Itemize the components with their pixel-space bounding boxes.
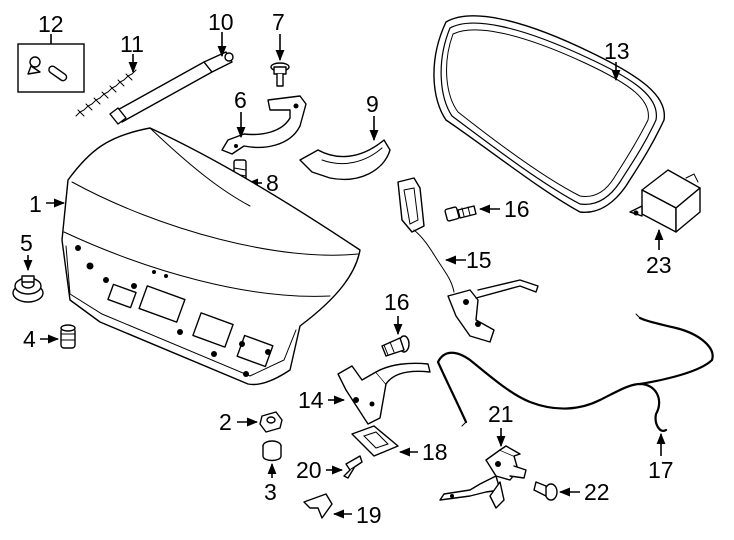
callout-19: 19 — [356, 502, 382, 528]
part-1-trunk-lid — [61, 127, 361, 386]
callout-22: 22 — [584, 479, 610, 505]
part-12-clip-kit — [17, 43, 85, 93]
part-19-clip — [303, 493, 333, 519]
part-11-spring — [75, 69, 137, 117]
callout-3: 3 — [264, 479, 277, 505]
part-17-release-cable — [436, 313, 714, 432]
callout-16-upper: 16 — [504, 196, 530, 222]
part-20-screw — [343, 455, 363, 479]
part-16-bolt-lower — [381, 335, 410, 357]
callout-7: 7 — [272, 9, 285, 35]
callout-11: 11 — [120, 31, 144, 57]
callout-14: 14 — [298, 387, 324, 413]
callout-12: 12 — [38, 11, 64, 37]
callout-18: 18 — [422, 439, 448, 465]
part-7-bolt — [270, 62, 290, 87]
callout-9: 9 — [366, 91, 379, 117]
part-5-grommet — [12, 275, 44, 303]
callout-5: 5 — [20, 230, 33, 256]
callout-20: 20 — [296, 457, 322, 483]
part-18-handle-switch — [351, 425, 399, 457]
part-10-lift-support — [109, 51, 234, 125]
part-16-bolt-upper — [444, 205, 477, 222]
callout-1: 1 — [29, 191, 42, 217]
callout-8: 8 — [266, 170, 279, 196]
callout-6: 6 — [234, 87, 247, 113]
part-15-latch-release — [397, 177, 539, 343]
part-13-weatherstrip — [433, 15, 666, 213]
callout-2: 2 — [219, 409, 232, 435]
callout-13: 13 — [604, 38, 630, 64]
part-2-nut — [259, 411, 283, 433]
callout-16-lower: 16 — [384, 289, 410, 315]
callout-15: 15 — [466, 247, 492, 273]
callout-23: 23 — [646, 252, 672, 278]
part-9-hinge-cover — [299, 139, 391, 180]
part-22-bolt — [533, 481, 558, 501]
part-4-bumper — [60, 324, 76, 349]
callout-17: 17 — [648, 457, 674, 483]
callout-21: 21 — [488, 401, 514, 427]
part-21-latch-actuator — [439, 445, 527, 509]
part-3-bumper — [262, 440, 282, 462]
part-14-striker — [337, 362, 431, 425]
callout-10: 10 — [208, 9, 234, 35]
part-6-hinge — [221, 95, 307, 155]
part-23-control-module — [629, 169, 701, 233]
callout-4: 4 — [23, 326, 36, 352]
